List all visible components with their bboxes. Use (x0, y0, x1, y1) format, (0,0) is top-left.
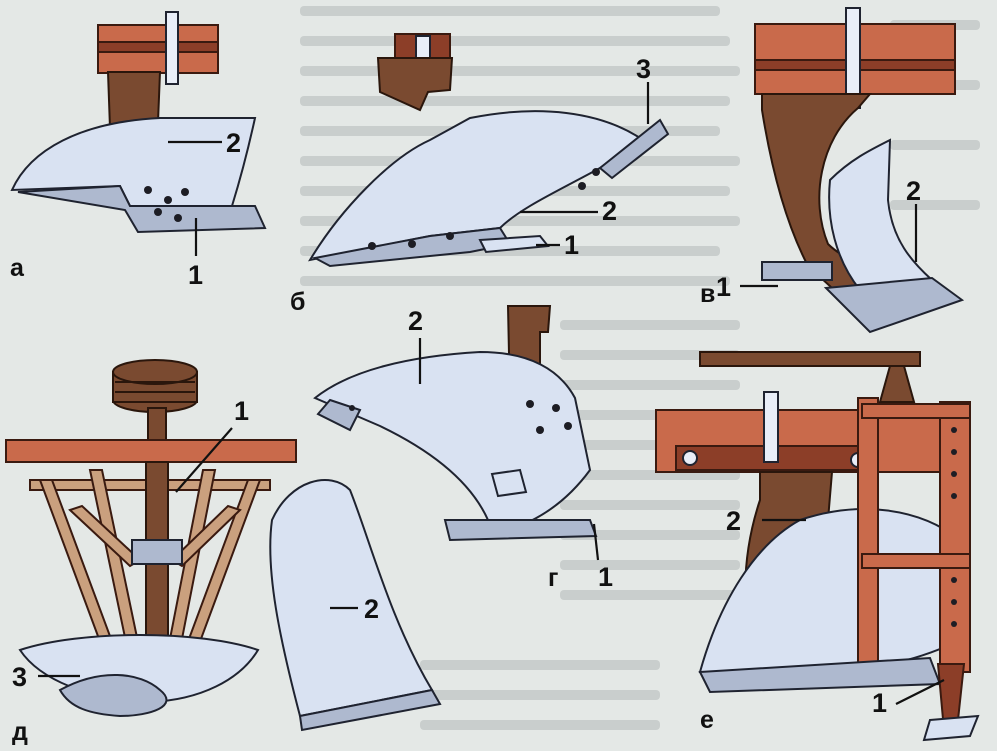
panel-g (313, 305, 600, 561)
panel-letter-e: е (700, 706, 714, 734)
handwheel (112, 359, 198, 413)
moldboard (307, 110, 642, 262)
frame-beam (5, 439, 297, 463)
label-b-3: 3 (636, 54, 651, 84)
panel-letter-a: а (10, 254, 25, 282)
panel-letter-v: в (700, 280, 715, 308)
panel-letter-g: г (548, 564, 558, 592)
panel-letter-d: д (12, 718, 28, 746)
label-b-2: 2 (602, 196, 617, 226)
label-d-3: 3 (12, 662, 27, 692)
share (17, 184, 267, 234)
share (443, 519, 598, 542)
label-v-2: 2 (906, 176, 921, 206)
screw-blade (58, 673, 168, 718)
label-g-1: 1 (598, 562, 613, 592)
label-e-1: 1 (872, 688, 887, 718)
bolt (165, 11, 179, 85)
extension (598, 118, 670, 180)
label-a-1: 1 (188, 260, 203, 290)
panel-e (655, 351, 980, 742)
panel-letter-b: б (290, 288, 305, 316)
label-g-2: 2 (408, 306, 423, 336)
panel-b (307, 33, 670, 268)
panel-v (740, 7, 965, 334)
panel-d (5, 359, 442, 732)
share (823, 276, 965, 334)
moldboard (10, 117, 257, 207)
label-v-1: 1 (716, 272, 731, 302)
moldboard (828, 138, 935, 292)
label-d-2: 2 (364, 594, 379, 624)
label-a-2: 2 (226, 128, 241, 158)
label-b-1: 1 (564, 230, 579, 260)
adjust-bar (939, 401, 971, 673)
standard-post (376, 57, 454, 112)
moldboard (313, 350, 592, 532)
stationary-moldboard (269, 479, 434, 718)
coulter-stand (857, 397, 879, 679)
panel-a (10, 11, 267, 256)
label-d-1: 1 (234, 396, 249, 426)
label-e-2: 2 (726, 506, 741, 536)
